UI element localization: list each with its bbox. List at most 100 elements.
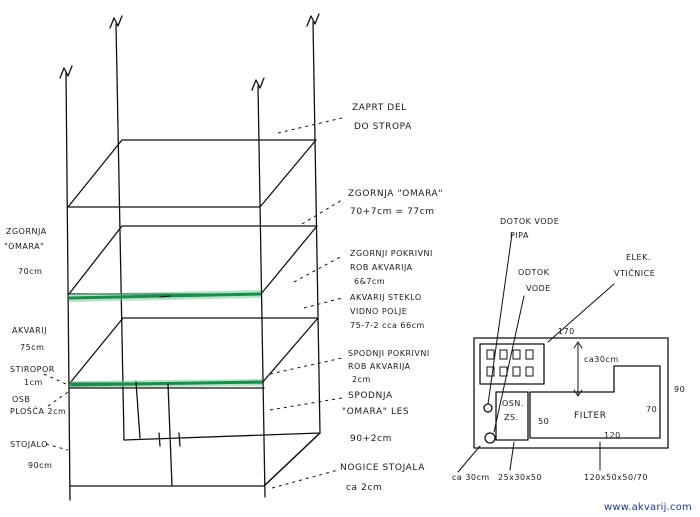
post-back-left [115,23,125,441]
label-zgornja-omara-2: 70+7cm = 77cm [350,207,435,217]
break-mark [59,65,73,79]
leader-spodnja-omara [269,397,343,411]
socket-icon [512,349,521,360]
label-spodnja-omara-1: SPODNJA [348,391,393,401]
water-inlet-icon [483,403,493,413]
label-left-akvarij-2: 75cm [20,343,44,352]
label-filter: FILTER [574,411,607,421]
label-akvarij-steklo-1: AKVARIJ STEKLO [350,293,422,302]
label-left-osb-1: OSB [12,395,30,404]
leader-bottom-ca30 [457,445,481,473]
label-nogice-1: NOGICE STOJALA [340,463,425,473]
water-outlet-icon [484,432,496,444]
floor-plan: DOTOK VODE PIPA ODTOK VODE ELEK. VTIČNIC… [452,217,685,482]
top-shelf [67,139,317,208]
label-left-stiropor-2: 1cm [24,378,43,387]
leader-elek [547,283,615,343]
socket-icon [499,366,508,377]
label-zgornji-pokrivni-2: ROB AKVARIJA [350,263,413,272]
label-dim-120: 120 [604,431,621,440]
post-front-right [257,85,266,498]
label-akvarij-steklo-2: VIDNO POLJE [350,307,407,316]
label-dotok-2: PIPA [510,231,529,240]
label-zaprt-del-2: DO STROPA [354,122,412,132]
label-zgornja-omara-1: ZGORNJA "OMARA" [348,189,443,199]
break-mark [251,77,265,91]
label-zaprt-del-1: ZAPRT DEL [352,103,407,113]
label-left-stojalo-1: STOJALO [10,440,48,449]
leader-odtok [493,295,525,433]
filter-box [529,365,661,439]
socket-icon [499,349,508,360]
door-handle-right [178,432,181,447]
label-bottom-dims2: 120x50x50/70 [584,473,648,482]
label-spodnji-pokrivni-2: ROB AKVARIJA [348,362,411,371]
label-bottom-ca30: ca 30cm [452,473,490,482]
leader-lines-right [269,117,343,489]
socket-icon [525,366,534,377]
label-left-stiropor-1: STIROPOR [10,365,55,374]
leader-zaprt-del [277,117,343,134]
label-spodnji-pokrivni-1: SPODNJI POKRIVNI [348,349,430,358]
label-osb-box-2: ZS. [504,413,519,422]
label-odtok-1: ODTOK [518,268,550,277]
label-left-akvarij-1: AKVARIJ [12,326,47,335]
label-left-zgornja-3: 70cm [18,267,42,276]
door-handle-left [158,432,161,447]
lower-cabinet-side [135,381,141,439]
leader-zgornji-pokrivni [293,255,343,283]
leader-zgornja-omara [301,199,343,225]
label-left-osb-2: PLOŠČA 2cm [10,405,66,416]
label-spodnji-pokrivni-3: 2cm [352,375,371,384]
bottom-glass-line [69,380,263,387]
glass-mark [159,295,171,298]
label-nogice-2: ca 2cm [346,483,382,493]
socket-icon [486,366,495,377]
socket-icon [486,349,495,360]
aquarium-bottom [69,317,319,384]
label-bottom-dims1: 25x30x50 [498,473,542,482]
leader-nogice [271,469,339,489]
label-dim-70: 70 [646,405,657,414]
socket-panel [479,343,545,385]
label-spodnja-omara-2: "OMARA" LES [342,407,409,417]
leader-stojalo [45,443,69,451]
socket-grid [486,349,534,377]
plan-outline [473,337,669,449]
arrow-up-icon [573,341,583,349]
label-osb-box-1: OSN. [502,399,524,408]
leader-bottom-dims1 [509,441,515,471]
arrow-down-icon [573,389,583,397]
socket-icon [512,366,521,377]
label-left-zgornja-1: ZGORNJA [6,227,47,236]
leader-spodnji-pokrivni [269,357,343,375]
label-left-zgornja-2: "OMARA" [4,242,44,251]
lower-cabinet-edge [263,432,321,487]
socket-icon [525,349,534,360]
post-front-left [65,71,71,501]
label-zgornji-pokrivni-3: 6&7cm [354,277,385,286]
label-odtok-2: VODE [526,284,551,293]
watermark: www.akvarij.com [604,502,692,513]
label-left-stojalo-2: 90cm [28,461,52,470]
label-dim-ca30: ca30cm [584,355,619,364]
label-spodnja-omara-3: 90+2cm [350,434,392,444]
cabinet-door-split [167,383,173,487]
leader-dotok [487,233,513,405]
leader-stiropor [43,373,67,385]
label-dim-90: 90 [674,385,685,394]
label-zgornji-pokrivni-1: ZGORNJI POKRIVNI [350,249,433,258]
left-labels: ZGORNJA "OMARA" 70cm AKVARIJ 75cm STIROP… [4,227,69,470]
leader-akvarij-steklo [303,297,343,309]
upper-cabinet-floor [68,225,318,295]
label-dim-50: 50 [538,417,549,426]
label-dotok-1: DOTOK VODE [500,217,559,226]
lower-cabinet-base [69,432,321,487]
break-mark [306,13,320,27]
label-akvarij-steklo-3: 75-7-2 cca 66cm [350,321,425,330]
label-elek-2: VTIČNICE [614,267,655,278]
leader-osb [47,391,69,407]
right-labels: ZAPRT DEL DO STROPA ZGORNJA "OMARA" 70+7… [340,103,443,493]
cabinet-frame [59,13,321,501]
